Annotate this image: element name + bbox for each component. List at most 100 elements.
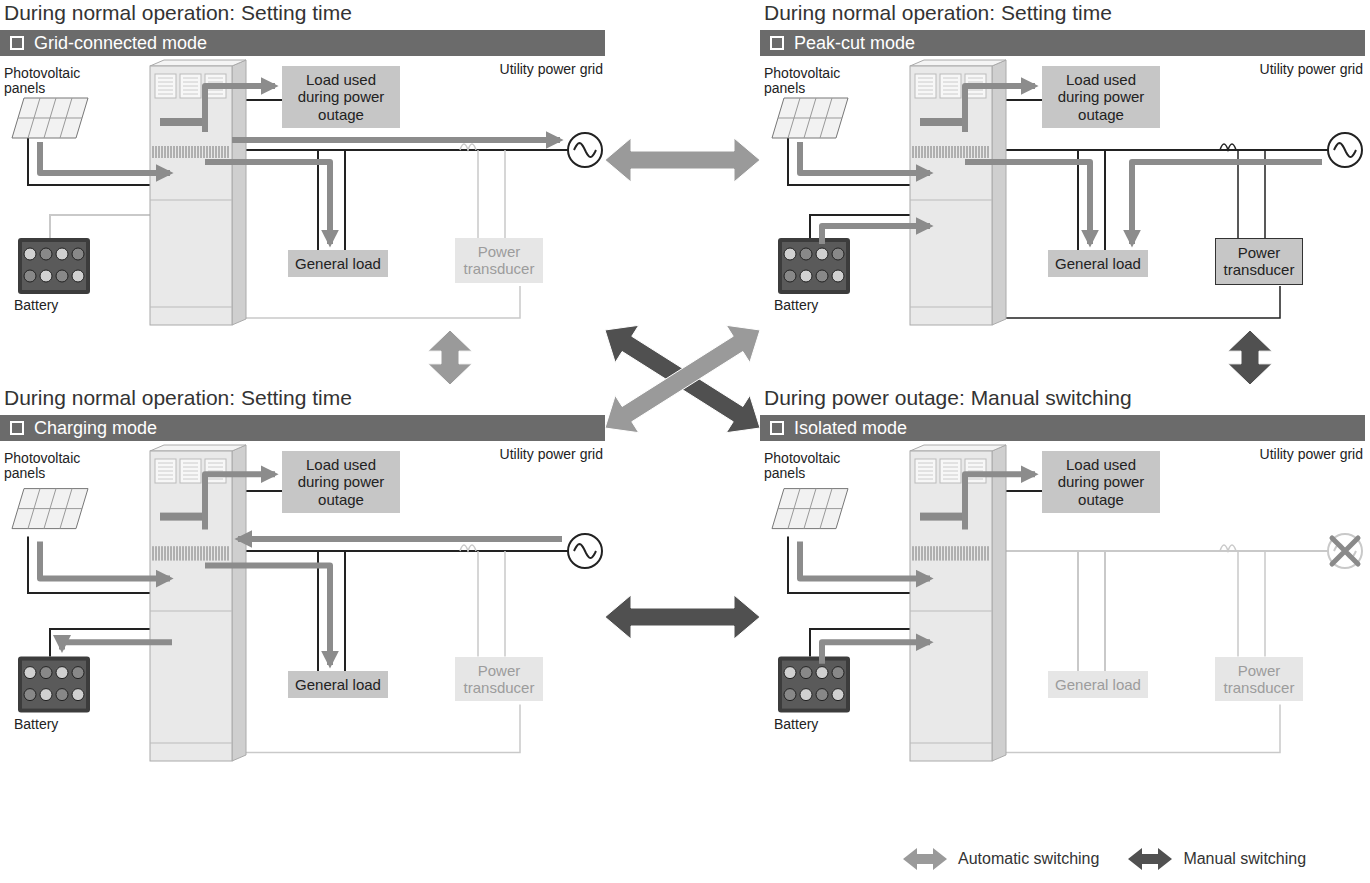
power-conditioner-cabinet — [910, 445, 1006, 761]
battery-terminal — [816, 689, 828, 701]
cabinet-grille — [949, 546, 950, 560]
battery-icon — [778, 657, 850, 713]
vent-slot — [968, 90, 983, 91]
cabinet-grille — [204, 546, 205, 560]
vent-slot — [968, 78, 983, 79]
vent-slot — [943, 78, 958, 79]
vent-slot — [208, 479, 223, 480]
battery-label: Battery — [774, 298, 854, 313]
cabinet-grille — [949, 146, 950, 158]
cabinet-seam — [150, 611, 232, 612]
battery-terminal — [56, 667, 68, 679]
cabinet-vent — [180, 459, 201, 483]
cabinet-grille — [192, 146, 193, 158]
cabinet-grille — [165, 146, 166, 158]
pv-wire — [788, 537, 910, 593]
cabinet-grille — [964, 546, 965, 560]
battery-case — [778, 657, 850, 713]
panel-illustration — [12, 60, 602, 325]
vent-slot — [158, 479, 173, 480]
battery-terminal — [56, 689, 68, 701]
label-slot: Utility power grid — [498, 62, 603, 77]
vent-slot — [183, 94, 198, 95]
general-load-wire — [344, 150, 346, 250]
power-transducer-box: Power transducer — [1215, 238, 1303, 285]
mode-band: Grid-connected mode — [0, 30, 605, 56]
vent-slot — [918, 86, 933, 87]
legend-item: Automatic switching — [900, 846, 1099, 872]
legend-item: Manual switching — [1125, 846, 1306, 872]
power-flow-arrow — [205, 162, 330, 244]
battery-terminal — [816, 667, 828, 679]
photovoltaic-panel-icon — [772, 489, 848, 529]
cabinet-grille — [958, 146, 959, 158]
cabinet-grille — [940, 146, 941, 158]
cabinet-grille — [973, 546, 974, 560]
photovoltaic-panel-icon — [772, 98, 848, 138]
vent-slot — [918, 94, 933, 95]
battery-terminal — [816, 248, 828, 260]
cabinet-grille — [180, 146, 181, 158]
battery-case — [18, 238, 90, 294]
cabinet-grille — [961, 546, 962, 560]
mode-switch-arrow — [605, 325, 760, 432]
cabinet-grille — [186, 546, 187, 560]
power-flow-arrow — [205, 86, 275, 132]
cabinet-top — [910, 445, 1006, 451]
power-flow-arrow — [1132, 162, 1322, 244]
box-text: Load used during power outage — [1048, 71, 1154, 123]
utility-grid-symbol — [568, 534, 602, 568]
load-wire — [245, 99, 282, 101]
cabinet-grille — [153, 146, 154, 158]
grid-sine — [574, 143, 596, 157]
cabinet-seam — [150, 743, 232, 744]
general-load-box: General load — [288, 671, 388, 698]
grid-circle — [1328, 133, 1362, 167]
cabinet-grille — [174, 146, 175, 158]
legend-text: Manual switching — [1183, 850, 1306, 868]
grid-circle — [1328, 534, 1362, 568]
battery-terminal — [800, 270, 812, 282]
panel-frame — [12, 489, 88, 529]
power-flow-arrow — [62, 642, 172, 649]
panel-cell-line — [778, 118, 842, 119]
cabinet-grille — [216, 546, 217, 560]
label-slot: Photovoltaic panels — [4, 451, 88, 482]
cabinet-grille — [982, 146, 983, 158]
cabinet-grille — [186, 146, 187, 158]
label-slot: Photovoltaic panels — [4, 66, 88, 97]
battery-terminal — [784, 667, 796, 679]
vent-slot — [183, 479, 198, 480]
sensor-lead — [1237, 551, 1239, 657]
cabinet-grille — [955, 146, 956, 158]
cabinet-grille — [225, 146, 226, 158]
box-text: Power transducer — [1222, 244, 1296, 279]
battery-terminal — [784, 689, 796, 701]
power-flow-arrow — [822, 226, 930, 244]
cabinet-grille — [228, 546, 229, 560]
battery-terminal — [40, 248, 52, 260]
cabinet-vent — [915, 74, 936, 98]
power-transducer-box: Power transducer — [1215, 657, 1303, 702]
vent-slot — [968, 94, 983, 95]
cabinet-grille — [925, 146, 926, 158]
legend-swatch — [900, 846, 950, 872]
cabinet-grille — [195, 146, 196, 158]
mode-name: Isolated mode — [794, 415, 907, 441]
panel-cell-line — [18, 508, 82, 509]
legend-swatch — [1125, 846, 1175, 872]
panel-illustration — [772, 445, 1362, 761]
cabinet-grille — [204, 146, 205, 158]
cabinet-grille — [156, 146, 157, 158]
sensor-lead — [477, 150, 479, 238]
grid-bus — [1005, 149, 1328, 151]
cabinet-grille — [183, 146, 184, 158]
label-slot: Battery — [774, 298, 854, 313]
vent-slot — [918, 479, 933, 480]
power-flow-arrow — [40, 142, 170, 173]
battery-wire — [50, 215, 150, 238]
battery-terminal — [832, 689, 844, 701]
band-square — [770, 421, 784, 435]
cabinet-grille — [913, 146, 914, 158]
cabinet-grille — [228, 146, 229, 158]
